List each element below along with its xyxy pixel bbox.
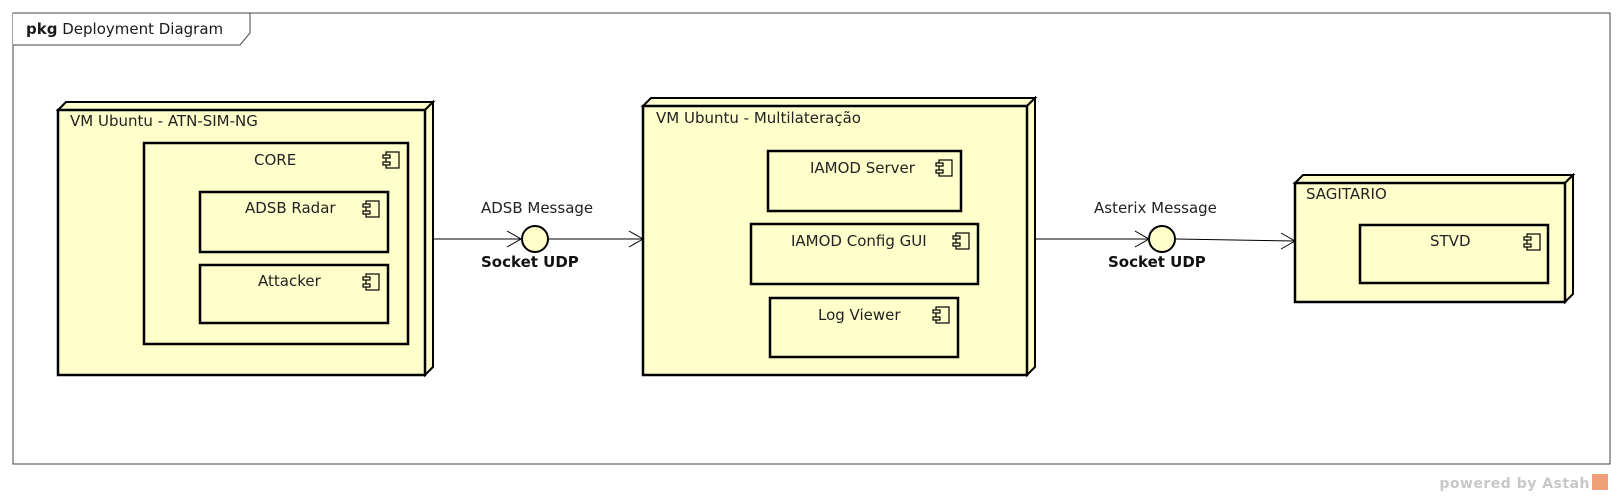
frame-keyword: pkg — [26, 20, 58, 38]
node-atn-label: VM Ubuntu - ATN-SIM-NG — [70, 112, 258, 130]
iamod-server-label: IAMOD Server — [810, 159, 915, 177]
node-sagitario-label: SAGITARIO — [1306, 185, 1387, 203]
core-label: CORE — [254, 151, 297, 169]
component-log-viewer[interactable] — [768, 296, 960, 359]
attacker-label: Attacker — [258, 272, 321, 290]
socket-udp-label-1: Socket UDP — [481, 253, 579, 271]
astah-logo-icon — [1592, 474, 1608, 490]
asterix-message-label: Asterix Message — [1094, 199, 1217, 217]
iamod-config-gui-label: IAMOD Config GUI — [791, 232, 927, 250]
interface-lollipop-asterix[interactable] — [1148, 225, 1176, 253]
log-viewer-label: Log Viewer — [818, 306, 901, 324]
adsb-radar-label: ADSB Radar — [245, 199, 336, 217]
watermark-text: powered by Astah — [1439, 476, 1590, 492]
component-adsb-radar[interactable] — [198, 190, 390, 254]
component-stvd[interactable] — [1358, 223, 1550, 285]
frame-title: pkg Deployment Diagram — [26, 20, 223, 38]
frame-title-text: Deployment Diagram — [62, 20, 224, 38]
stvd-label: STVD — [1430, 232, 1471, 250]
interface-lollipop-adsb[interactable] — [521, 225, 549, 253]
adsb-message-label: ADSB Message — [481, 199, 594, 217]
component-attacker[interactable] — [198, 263, 390, 325]
node-mlat-label: VM Ubuntu - Multilateração — [656, 109, 861, 127]
component-iamod-server[interactable] — [766, 149, 963, 213]
component-iamod-config-gui[interactable] — [749, 222, 980, 286]
package-frame — [12, 12, 1611, 465]
socket-udp-label-2: Socket UDP — [1108, 253, 1206, 271]
watermark: powered by Astah — [1439, 474, 1608, 492]
